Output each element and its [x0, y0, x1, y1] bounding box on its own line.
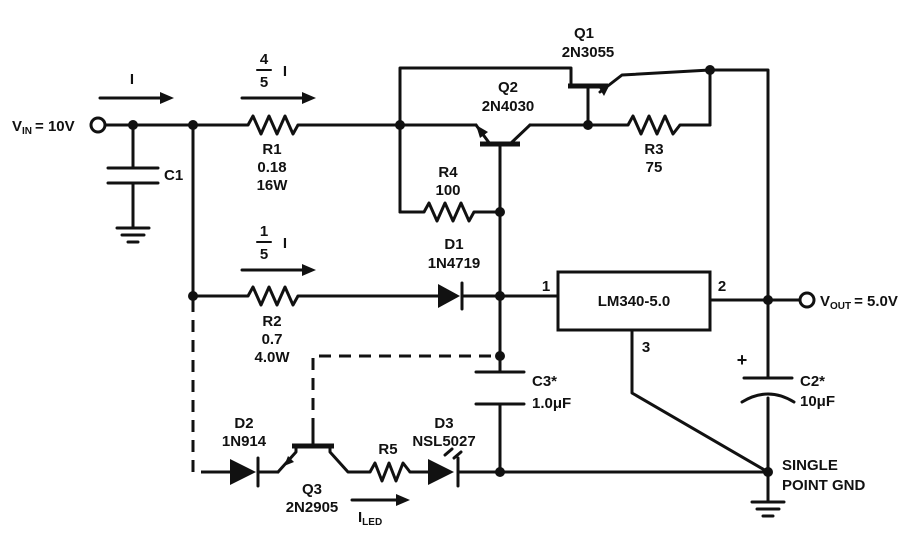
r4-label: R4 — [438, 164, 458, 181]
fraction-denominator: 5 — [260, 74, 268, 91]
d1-label: D1 — [444, 236, 463, 253]
r2-label: R2 — [262, 313, 281, 330]
vout-label: VOUT= 5.0V — [820, 293, 898, 312]
d1-part: 1N4719 — [428, 255, 481, 272]
ground-label-line1: SINGLE — [782, 457, 838, 474]
r4-value: 100 — [435, 182, 460, 199]
r1-label: R1 — [262, 141, 281, 158]
d3-diode — [428, 447, 463, 488]
d1-diode — [438, 281, 464, 311]
fraction-numerator: 4 — [260, 51, 269, 68]
ground-icon — [750, 500, 786, 518]
pin-2-label: 2 — [718, 278, 726, 295]
pin-3-label: 3 — [642, 339, 650, 356]
fraction-numerator: 1 — [260, 223, 268, 240]
r4-resistor — [422, 201, 476, 223]
r1-value: 0.18 — [257, 159, 286, 176]
r1-resistor — [246, 114, 300, 136]
dashed-wires — [191, 300, 500, 474]
q1-label: Q1 — [574, 25, 594, 42]
r5-resistor — [368, 461, 412, 483]
r2-value: 0.7 — [262, 331, 283, 348]
current-arrow — [240, 92, 316, 104]
c2-capacitor — [740, 376, 796, 404]
q1-transistor — [568, 83, 610, 106]
r3-label: R3 — [644, 141, 663, 158]
current-arrow — [240, 264, 316, 276]
q1-part: 2N3055 — [562, 44, 615, 61]
regulator-name: LM340-5.0 — [598, 293, 671, 310]
ground-icon — [115, 226, 151, 244]
d3-label: D3 — [434, 415, 453, 432]
c2-polarity: + — [737, 350, 748, 370]
d2-diode — [230, 456, 260, 488]
current-arrow — [98, 92, 174, 104]
vin-label: VIN= 10V — [12, 118, 75, 137]
c3-value: 1.0μF — [532, 395, 571, 412]
d2-label: D2 — [234, 415, 253, 432]
q3-transistor — [284, 428, 334, 466]
r2-resistor — [246, 285, 300, 307]
r5-label: R5 — [378, 441, 397, 458]
r3-resistor — [626, 114, 682, 136]
current-i-label: I — [283, 63, 287, 80]
junctions — [128, 65, 773, 477]
ground-label-line2: POINT GND — [782, 477, 866, 494]
fraction-denominator: 5 — [260, 246, 268, 263]
q2-part: 2N4030 — [482, 98, 535, 115]
wires — [104, 66, 802, 504]
vin-terminal — [89, 116, 107, 134]
r3-value: 75 — [646, 159, 663, 176]
q3-part: 2N2905 — [286, 499, 339, 516]
r1-power: 16W — [257, 177, 289, 194]
r2-power: 4.0W — [254, 349, 290, 366]
c3-capacitor — [474, 370, 526, 406]
q3-label: Q3 — [302, 481, 322, 498]
c3-label: C3* — [532, 373, 557, 390]
q2-label: Q2 — [498, 79, 518, 96]
regulator-box — [556, 270, 712, 332]
c2-value: 10μF — [800, 393, 835, 410]
current-i-label: I — [283, 235, 287, 252]
current-i-label: I — [130, 71, 134, 88]
c1-capacitor — [106, 166, 160, 185]
iled-label: ILED — [358, 509, 382, 528]
vout-terminal — [798, 291, 816, 309]
current-arrow — [350, 494, 410, 506]
c2-label: C2* — [800, 373, 825, 390]
d3-part: NSL5027 — [412, 433, 475, 450]
q2-transistor — [474, 123, 532, 162]
c1-label: C1 — [164, 167, 183, 184]
pin-1-label: 1 — [542, 278, 550, 295]
d2-part: 1N914 — [222, 433, 267, 450]
